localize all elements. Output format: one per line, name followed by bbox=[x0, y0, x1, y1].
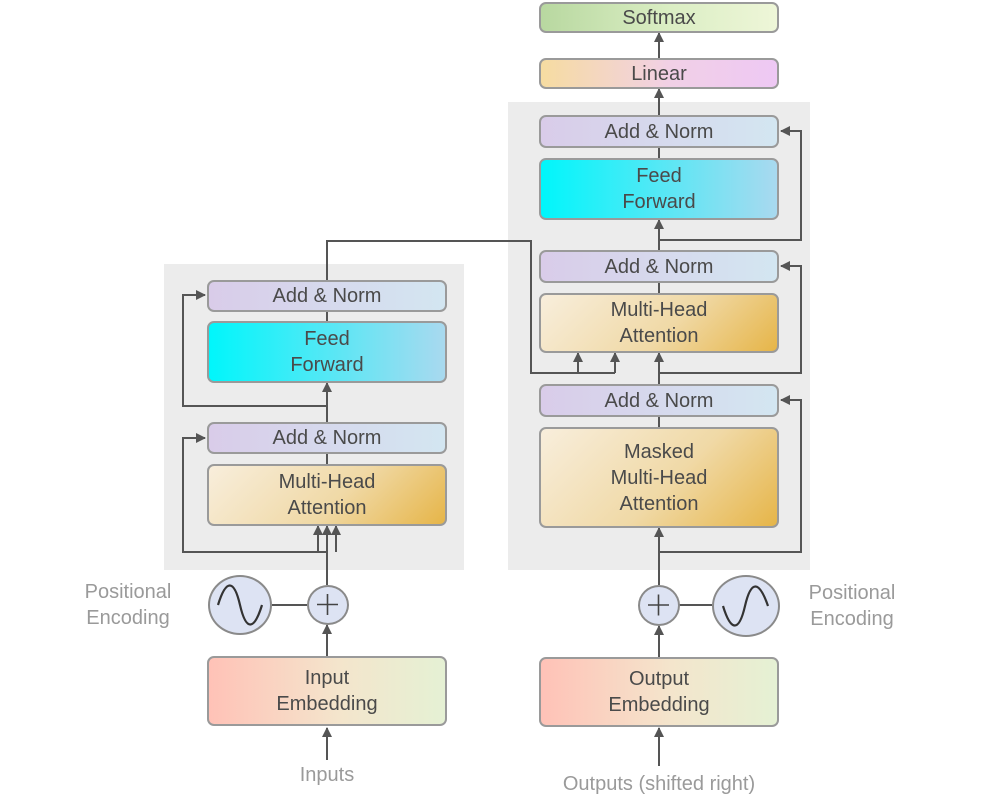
output-embedding: Output Embedding bbox=[539, 657, 779, 727]
encoder-positional-encoding-icon bbox=[208, 575, 272, 635]
encoder-to-decoder-wire bbox=[326, 240, 615, 374]
decoder-positional-encoding-label: Positional Encoding bbox=[808, 582, 896, 630]
encoder-add-icon bbox=[307, 585, 349, 625]
decoder-add-norm-bottom: Add & Norm bbox=[539, 384, 779, 417]
encoder-positional-encoding-label: Positional Encoding bbox=[84, 581, 172, 629]
encoder-add-norm-top: Add & Norm bbox=[207, 280, 447, 312]
decoder-feed-forward: Feed Forward bbox=[539, 158, 779, 220]
outputs-label: Outputs (shifted right) bbox=[562, 773, 756, 795]
decoder-add-icon bbox=[638, 585, 680, 626]
decoder-positional-encoding-icon bbox=[712, 575, 780, 637]
decoder-residual-1 bbox=[659, 395, 802, 553]
decoder-masked-multi-head-attention: Masked Multi-Head Attention bbox=[539, 427, 779, 528]
decoder-add-norm-middle: Add & Norm bbox=[539, 250, 779, 283]
input-embedding: Input Embedding bbox=[207, 656, 447, 726]
softmax: Softmax bbox=[539, 2, 779, 33]
decoder-residual-3 bbox=[659, 126, 802, 241]
encoder-multi-head-attention: Multi-Head Attention bbox=[207, 464, 447, 526]
encoder-feed-forward: Feed Forward bbox=[207, 321, 447, 383]
inputs-label: Inputs bbox=[299, 764, 355, 786]
decoder-add-norm-top: Add & Norm bbox=[539, 115, 779, 148]
encoder-add-norm-bottom: Add & Norm bbox=[207, 422, 447, 454]
encoder-residual-1 bbox=[182, 433, 327, 553]
linear: Linear bbox=[539, 58, 779, 89]
decoder-multi-head-attention: Multi-Head Attention bbox=[539, 293, 779, 353]
encoder-residual-2 bbox=[182, 290, 327, 407]
decoder-residual-2 bbox=[659, 261, 802, 374]
